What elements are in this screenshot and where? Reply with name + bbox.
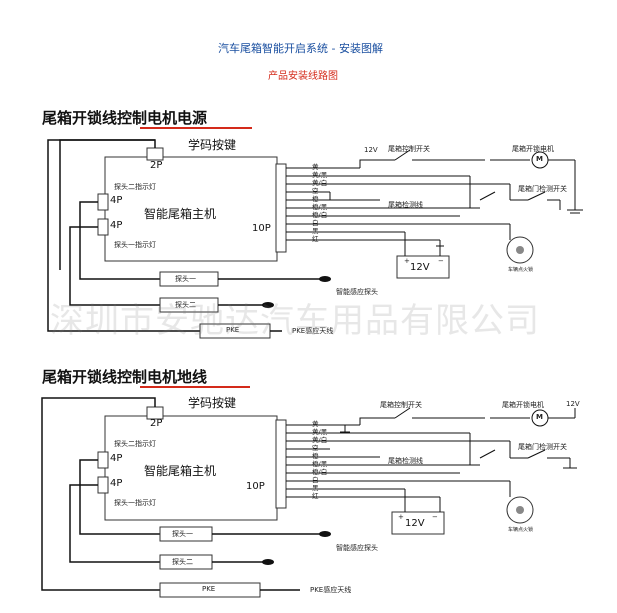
main-unit-label: 智能尾箱主机 — [144, 207, 217, 221]
wire-color-label: 橙/白 — [312, 211, 328, 219]
control-switch-label: 尾箱控制开关 — [388, 145, 430, 153]
wire-color-label: 红 — [312, 492, 319, 500]
connector-10p-label: 10P — [252, 223, 271, 234]
wire-color-label: 黄/白 — [312, 179, 328, 187]
wire-color-label: 空 — [312, 444, 319, 452]
connector-4p-a-label: 4P — [110, 195, 123, 206]
section-heading: 尾箱开锁线控制电机地线 — [42, 366, 207, 387]
detect-line-label: 尾箱检测线 — [388, 457, 423, 465]
motor-symbol: M — [536, 413, 543, 421]
section-heading-prefix: 尾箱开锁线 — [42, 368, 118, 386]
wire-color-label: 橙/黑 — [312, 203, 328, 211]
supply-12v-label: 12V — [364, 146, 378, 154]
wire-color-label: 黄/黑 — [312, 171, 328, 179]
battery-minus: − — [438, 257, 444, 265]
control-switch-label: 尾箱控制开关 — [380, 401, 422, 409]
wire-color-label: 黄/黑 — [312, 428, 328, 436]
section-heading-highlight: 控制电机电源 — [117, 109, 208, 127]
wire-color-label: 白 — [312, 219, 319, 227]
learn-button-label: 学码按键 — [188, 396, 237, 410]
motor-label: 尾箱开锁电机 — [512, 145, 554, 153]
battery-label: 12V — [405, 518, 425, 529]
wire-color-label: 黄 — [312, 163, 319, 171]
motor-label: 尾箱开锁电机 — [502, 401, 544, 409]
page-title: 汽车尾箱智能开启系统 - 安装图解 — [218, 42, 383, 55]
section-heading-prefix: 尾箱开锁线 — [42, 109, 118, 127]
sense-probe-label: 智能感应探头 — [336, 544, 378, 552]
pke-box-label: PKE — [226, 326, 240, 334]
connector-4p-b-label: 4P — [110, 220, 123, 231]
page-subtitle: 产品安装线路图 — [268, 71, 338, 82]
probe2-box-label: 探头二 — [175, 301, 196, 309]
battery-minus: − — [432, 513, 438, 521]
wire-color-label: 橙/白 — [312, 468, 328, 476]
detect-line-label: 尾箱检测线 — [388, 201, 423, 209]
connector-4p-b-label: 4P — [110, 478, 123, 489]
probe1-box-label: 探头一 — [172, 530, 193, 538]
learn-button-label: 学码按键 — [188, 138, 237, 152]
probe1-led-label: 探头一指示灯 — [114, 241, 156, 249]
wire-color-label: 空 — [312, 187, 319, 195]
supply-12v-label: 12V — [566, 400, 580, 408]
wire-color-label: 红 — [312, 235, 319, 243]
watermark-text: 深圳市安驰达汽车用品有限公司 — [50, 301, 540, 341]
connector-2p-label: 2P — [150, 160, 163, 171]
probe2-box-label: 探头二 — [172, 558, 193, 566]
wire-color-label: 黄 — [312, 420, 319, 428]
connector-10p-label: 10P — [246, 481, 265, 492]
pke-antenna-label: PKE感应天线 — [310, 586, 352, 594]
probe2-led-label: 探头二指示灯 — [114, 440, 156, 448]
ignition-label: 车辆点火锁 — [508, 267, 534, 273]
section-heading: 尾箱开锁线控制电机电源 — [42, 107, 207, 128]
main-unit-label: 智能尾箱主机 — [144, 464, 217, 478]
wire-color-label: 黑 — [312, 227, 319, 235]
connector-4p-a-label: 4P — [110, 453, 123, 464]
door-switch-label: 尾箱门检测开关 — [518, 185, 567, 193]
wire-color-label: 橙 — [312, 195, 319, 203]
wire-color-label: 橙/黑 — [312, 460, 328, 468]
sense-probe-label: 智能感应探头 — [336, 288, 378, 296]
probe1-led-label: 探头一指示灯 — [114, 499, 156, 507]
battery-plus: + — [404, 257, 410, 265]
ignition-label: 车辆点火锁 — [508, 527, 534, 533]
wire-color-label: 黑 — [312, 484, 319, 492]
probe2-led-label: 探头二指示灯 — [114, 183, 156, 191]
wire-color-label: 橙 — [312, 452, 319, 460]
pke-antenna-label: PKE感应天线 — [292, 327, 334, 335]
wire-color-label: 白 — [312, 476, 319, 484]
probe1-box-label: 探头一 — [175, 275, 196, 283]
battery-label: 12V — [410, 262, 430, 273]
section-heading-highlight: 控制电机地线 — [117, 368, 208, 386]
door-switch-label: 尾箱门检测开关 — [518, 443, 567, 451]
motor-symbol: M — [536, 155, 543, 163]
connector-2p-label: 2P — [150, 418, 163, 429]
pke-box-label: PKE — [202, 585, 216, 593]
wire-color-label: 黄/白 — [312, 436, 328, 444]
battery-plus: + — [398, 513, 404, 521]
